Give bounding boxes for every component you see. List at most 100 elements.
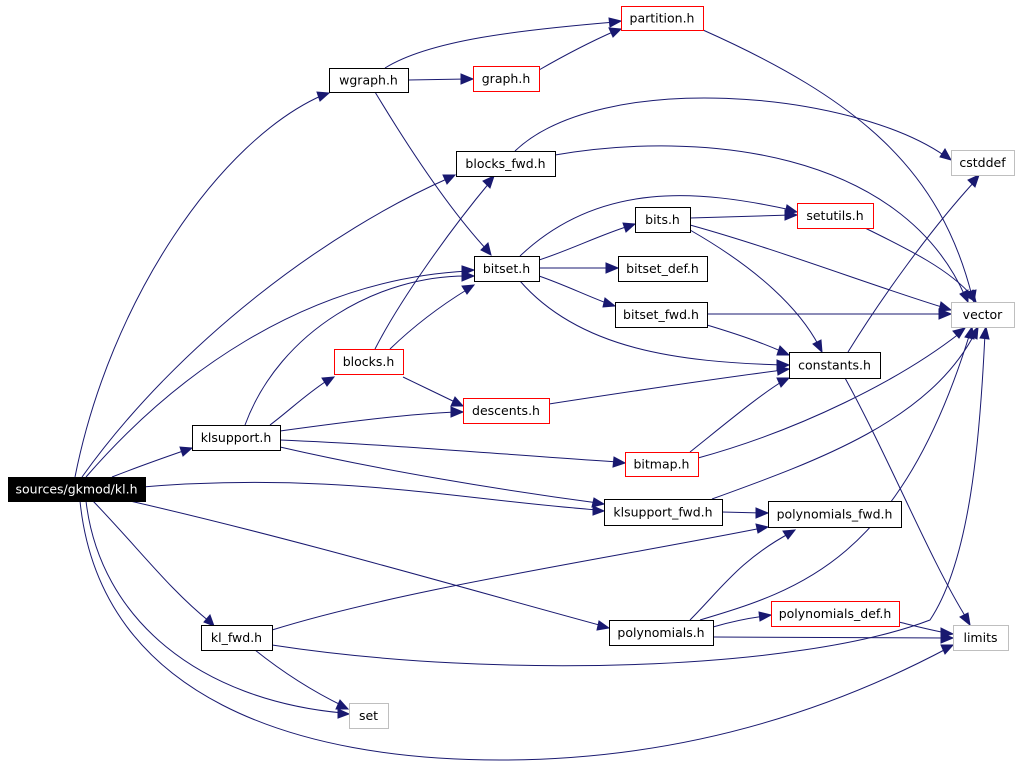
node-label: bits.h xyxy=(645,212,680,227)
edge-blocks-to-blocks_fwd xyxy=(374,175,495,350)
edge-kl-to-blocks_fwd xyxy=(81,174,457,478)
node-polynomials-fwd[interactable]: polynomials_fwd.h xyxy=(768,501,902,528)
node-constants[interactable]: constants.h xyxy=(789,352,881,379)
node-vector[interactable]: vector xyxy=(951,302,1015,328)
node-box xyxy=(456,151,556,177)
node-box xyxy=(615,302,708,328)
node-box xyxy=(192,425,281,451)
edge-line xyxy=(538,30,616,71)
node-label: bitset.h xyxy=(483,261,530,276)
node-polynomials[interactable]: polynomials.h xyxy=(609,620,714,646)
edge-constants-to-limits xyxy=(844,377,971,627)
edge-line xyxy=(85,270,469,478)
edge-graph-to-partition xyxy=(538,27,623,71)
edge-kl_fwd-to-set xyxy=(254,649,350,710)
node-graph[interactable]: graph.h xyxy=(473,66,540,92)
arrowhead xyxy=(605,262,620,274)
node-box xyxy=(201,625,273,651)
arrowhead xyxy=(776,365,791,376)
edge-kl-to-kl_fwd xyxy=(92,500,215,627)
arrowhead xyxy=(316,91,331,102)
arrowhead xyxy=(965,289,977,304)
node-polynomials-def[interactable]: polynomials_def.h xyxy=(771,601,900,627)
node-bitset-def[interactable]: bitset_def.h xyxy=(618,256,708,282)
arrowhead xyxy=(179,446,194,457)
edge-wgraph-to-bitset xyxy=(374,91,492,256)
arrowhead xyxy=(461,284,476,295)
node-bits[interactable]: bits.h xyxy=(635,207,691,233)
node-label: sources/gkmod/kl.h xyxy=(16,482,138,497)
edge-klsupport-to-bitmap xyxy=(279,439,627,468)
arrowhead xyxy=(784,209,799,221)
node-box xyxy=(768,501,902,528)
edge-klsupport-to-klsupport_fwd xyxy=(279,446,606,508)
edge-line xyxy=(548,369,784,405)
node-limits[interactable]: limits xyxy=(953,625,1009,651)
node-klsupport[interactable]: klsupport.h xyxy=(192,425,281,451)
arrowhead xyxy=(959,612,971,627)
arrowhead xyxy=(608,17,623,28)
node-box xyxy=(951,302,1015,328)
node-box xyxy=(8,477,146,502)
node-setutils[interactable]: setutils.h xyxy=(797,203,874,229)
edge-line xyxy=(389,288,469,350)
node-descents[interactable]: descents.h xyxy=(463,398,550,424)
edge-line xyxy=(92,500,211,623)
arrowhead xyxy=(461,270,476,282)
edge-line xyxy=(712,636,948,639)
node-label: blocks_fwd.h xyxy=(465,156,545,171)
arrowhead xyxy=(460,73,475,85)
edge-line xyxy=(689,224,946,309)
node-set[interactable]: set xyxy=(349,703,389,729)
edge-line xyxy=(374,181,491,350)
edge-line xyxy=(271,332,986,667)
edge-line xyxy=(538,225,630,261)
node-kl-fwd[interactable]: kl_fwd.h xyxy=(201,625,273,651)
node-box xyxy=(349,703,389,729)
edge-setutils-to-vector xyxy=(864,227,977,304)
edge-bits-to-vector xyxy=(689,224,953,312)
edge-kl_fwd-to-vector xyxy=(271,325,990,667)
edge-bitset_fwd-to-constants xyxy=(706,324,791,356)
node-cstddef[interactable]: cstddef xyxy=(951,150,1015,176)
node-label: bitmap.h xyxy=(634,457,690,472)
edge-line xyxy=(74,94,324,478)
edge-layer xyxy=(74,17,990,761)
node-label: partition.h xyxy=(630,11,695,26)
edge-descents-to-constants xyxy=(548,365,791,405)
arrowhead xyxy=(450,396,465,407)
node-box xyxy=(789,352,881,379)
node-wgraph[interactable]: wgraph.h xyxy=(329,68,409,93)
edge-kl_fwd-to-polynomials_fwd xyxy=(271,523,770,631)
node-bitset-fwd[interactable]: bitset_fwd.h xyxy=(615,302,708,328)
edge-line xyxy=(706,324,784,353)
arrowhead xyxy=(203,614,215,627)
node-label: polynomials_fwd.h xyxy=(777,507,893,522)
node-box xyxy=(334,349,404,375)
node-klsupport-fwd[interactable]: klsupport_fwd.h xyxy=(604,499,723,526)
edge-line xyxy=(269,379,329,426)
edge-bits-to-constants xyxy=(689,229,823,354)
edge-wgraph-to-partition xyxy=(384,17,623,69)
node-label: klsupport_fwd.h xyxy=(613,505,712,520)
node-box xyxy=(463,398,550,424)
arrowhead xyxy=(596,620,611,631)
edge-line xyxy=(254,649,344,707)
node-label: limits xyxy=(963,630,997,645)
edge-line xyxy=(864,227,973,297)
edge-polynomials-to-polynomials_fwd xyxy=(689,529,797,621)
edge-line xyxy=(79,500,949,761)
node-bitset[interactable]: bitset.h xyxy=(474,256,540,282)
edge-kl-to-set xyxy=(85,500,351,719)
node-partition[interactable]: partition.h xyxy=(621,6,704,31)
node-bitmap[interactable]: bitmap.h xyxy=(625,452,699,477)
node-label: vector xyxy=(963,307,1004,322)
node-blocks-fwd[interactable]: blocks_fwd.h xyxy=(456,151,556,177)
edge-line xyxy=(402,376,458,404)
node-blocks[interactable]: blocks.h xyxy=(334,349,404,375)
node-box xyxy=(951,150,1015,176)
arrowhead xyxy=(967,174,980,188)
node-box xyxy=(621,6,704,31)
edge-line xyxy=(374,91,488,251)
